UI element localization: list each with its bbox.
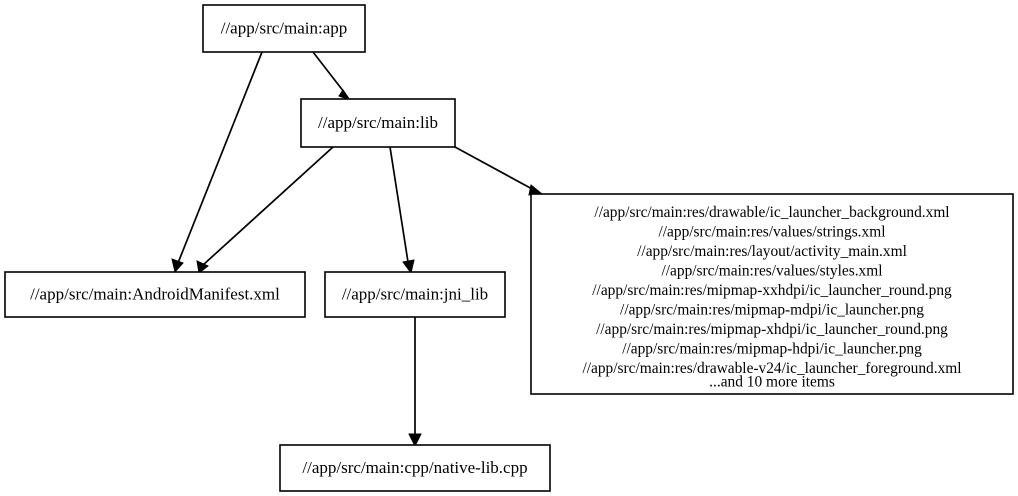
edge-line (389, 146, 409, 263)
arrowhead-icon (408, 433, 422, 448)
node-label: //app/src/main:AndroidManifest.xml (30, 284, 280, 303)
node-android-manifest[interactable]: //app/src/main:AndroidManifest.xml (4, 271, 306, 318)
edge-layer (171, 51, 544, 448)
node-box[interactable] (324, 271, 506, 318)
node-box[interactable] (4, 271, 306, 318)
node-box[interactable] (300, 98, 456, 148)
edge-lib-to-jni-lib (389, 146, 415, 275)
resource-line: //app/src/main:res/values/strings.xml (659, 224, 886, 241)
edge-app-to-manifest (171, 51, 263, 274)
resource-line-more: ...and 10 more items (709, 374, 835, 391)
node-label: //app/src/main:jni_lib (342, 284, 488, 303)
node-jni-lib[interactable]: //app/src/main:jni_lib (324, 271, 506, 318)
edge-line (177, 51, 263, 264)
node-resources[interactable]: //app/src/main:res/drawable/ic_launcher_… (530, 193, 1014, 395)
resource-line: //app/src/main:res/drawable/ic_launcher_… (594, 204, 949, 221)
arrowhead-icon (402, 259, 415, 275)
edge-line (312, 51, 345, 93)
edge-lib-to-resources (454, 146, 544, 196)
resource-line: //app/src/main:res/layout/activity_main.… (637, 243, 907, 260)
resource-line: //app/src/main:res/mipmap-xxhdpi/ic_laun… (592, 282, 952, 299)
edge-line (202, 146, 334, 266)
node-label: //app/src/main:app (221, 18, 348, 37)
edge-lib-to-manifest (196, 146, 334, 274)
edge-jni-lib-to-cpp (408, 317, 422, 448)
arrowhead-icon (196, 260, 209, 274)
node-lib[interactable]: //app/src/main:lib (300, 98, 456, 148)
resource-line: //app/src/main:res/mipmap-hdpi/ic_launch… (622, 341, 922, 358)
resource-line: //app/src/main:res/drawable-v24/ic_launc… (582, 360, 961, 377)
node-box[interactable] (530, 193, 1014, 395)
node-label: //app/src/main:cpp/native-lib.cpp (302, 458, 527, 477)
node-app[interactable]: //app/src/main:app (202, 4, 366, 53)
arrowhead-icon (171, 258, 184, 274)
arrowhead-icon (338, 89, 352, 102)
resource-line: //app/src/main:res/mipmap-xhdpi/ic_launc… (596, 321, 948, 338)
node-box[interactable] (202, 4, 366, 53)
node-native-lib-cpp[interactable]: //app/src/main:cpp/native-lib.cpp (279, 444, 551, 492)
node-label: //app/src/main:lib (318, 113, 438, 132)
edge-app-to-lib (312, 51, 352, 102)
resource-line: //app/src/main:res/values/styles.xml (662, 263, 883, 280)
edge-line (454, 146, 535, 191)
node-box[interactable] (279, 444, 551, 492)
resource-line: //app/src/main:res/mipmap-mdpi/ic_launch… (620, 302, 924, 319)
